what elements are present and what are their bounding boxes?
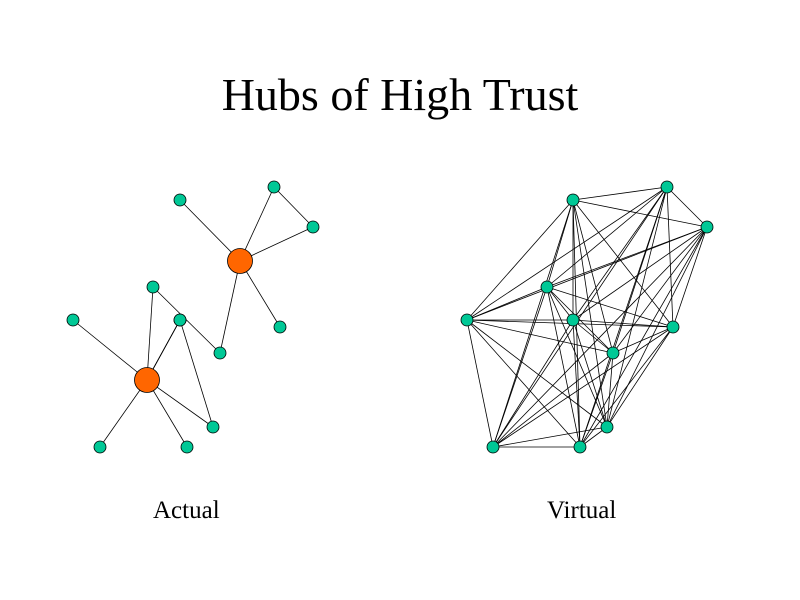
virtual-edge <box>492 319 574 448</box>
virtual-edge <box>572 226 708 321</box>
actual-edge <box>146 286 154 381</box>
actual-node <box>93 440 107 454</box>
actual-hub-node <box>227 248 253 274</box>
virtual-edge <box>572 199 614 354</box>
actual-node <box>273 320 287 334</box>
virtual-node <box>660 180 674 194</box>
virtual-node <box>460 313 474 327</box>
virtual-node <box>600 420 614 434</box>
virtual-edge <box>492 286 548 448</box>
virtual-edge <box>546 186 668 288</box>
actual-node <box>213 346 227 360</box>
virtual-edge <box>579 186 668 448</box>
virtual-edge <box>466 319 614 354</box>
virtual-node <box>566 193 580 207</box>
virtual-edge <box>612 226 708 354</box>
virtual-edge <box>546 286 674 328</box>
virtual-edge <box>606 226 708 428</box>
virtual-network-nodes <box>460 180 714 454</box>
actual-edge <box>239 226 314 262</box>
virtual-edge <box>572 186 668 201</box>
virtual-edge <box>672 226 708 328</box>
virtual-node <box>486 440 500 454</box>
virtual-edge <box>572 186 668 321</box>
virtual-edge <box>572 199 708 228</box>
virtual-edge <box>666 186 674 328</box>
virtual-edge <box>572 319 674 328</box>
virtual-edge <box>612 326 674 354</box>
actual-edge <box>146 379 214 428</box>
virtual-edge <box>492 226 708 448</box>
actual-edge <box>152 286 221 354</box>
actual-network-nodes <box>66 180 320 454</box>
virtual-edge <box>546 286 581 448</box>
virtual-edge <box>666 186 708 228</box>
actual-node <box>173 313 187 327</box>
virtual-edge <box>466 199 574 321</box>
actual-node <box>306 220 320 234</box>
virtual-edge <box>492 199 574 448</box>
virtual-node <box>540 280 554 294</box>
actual-edge <box>99 379 148 448</box>
actual-network-label: Actual <box>153 497 220 524</box>
virtual-node <box>566 313 580 327</box>
slide-title: Hubs of High Trust <box>221 69 579 120</box>
actual-hub-node <box>134 367 160 393</box>
virtual-edge <box>466 286 548 321</box>
actual-node <box>180 440 194 454</box>
virtual-edge <box>492 426 608 448</box>
virtual-network-label: Virtual <box>547 497 617 524</box>
virtual-edge <box>466 186 668 321</box>
actual-node <box>66 313 80 327</box>
virtual-edge <box>546 286 614 354</box>
virtual-edge <box>466 319 608 428</box>
actual-node <box>146 280 160 294</box>
virtual-node <box>606 346 620 360</box>
virtual-edge <box>606 352 614 428</box>
virtual-edge <box>579 352 614 448</box>
virtual-edge <box>572 199 608 428</box>
virtual-node <box>573 440 587 454</box>
actual-network-edges <box>72 186 314 448</box>
virtual-edge <box>572 199 674 328</box>
virtual-edge <box>492 186 668 448</box>
virtual-edge <box>546 286 608 428</box>
virtual-edge <box>572 319 581 448</box>
actual-node <box>206 420 220 434</box>
virtual-edge <box>492 352 614 448</box>
virtual-edge <box>579 326 674 448</box>
virtual-edge <box>572 319 608 428</box>
actual-node <box>173 193 187 207</box>
virtual-edge <box>606 326 674 428</box>
actual-edge <box>146 379 188 448</box>
virtual-edge <box>579 226 708 448</box>
virtual-edge <box>572 319 614 354</box>
virtual-network-edges <box>466 186 708 448</box>
actual-edge <box>72 319 148 381</box>
virtual-edge <box>466 319 494 448</box>
virtual-edge <box>466 319 581 448</box>
virtual-edge <box>492 326 674 448</box>
virtual-edge <box>546 286 574 321</box>
actual-edge <box>179 319 214 428</box>
actual-edge <box>219 260 241 354</box>
actual-node <box>267 180 281 194</box>
virtual-edge <box>466 226 708 321</box>
actual-edge <box>239 186 275 262</box>
actual-edge <box>179 199 241 262</box>
virtual-node <box>700 220 714 234</box>
actual-edge <box>273 186 314 228</box>
virtual-node <box>666 320 680 334</box>
virtual-edge <box>606 186 668 428</box>
